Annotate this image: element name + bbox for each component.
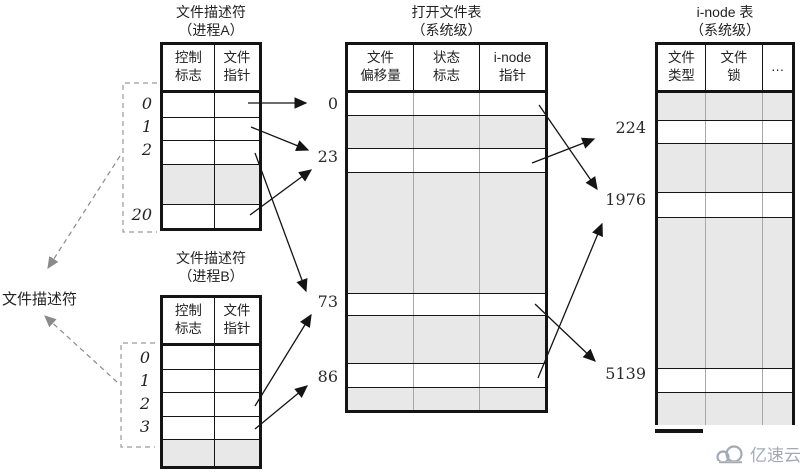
open-file-col-offset: 文件 偏移量 — [360, 50, 401, 84]
open-file-header: 文件 偏移量 状态 标志 i-node 指针 — [348, 45, 545, 94]
cloud-logo-icon — [716, 444, 743, 464]
open-file-title-line1: 打开文件表 — [411, 4, 482, 20]
open-file-row-86 — [348, 363, 545, 388]
open-file-row-gap — [348, 387, 545, 411]
open-file-row-gap — [348, 172, 545, 294]
inode-table-partial-bottom-border — [655, 429, 703, 433]
proc-b-row-3 — [163, 416, 259, 440]
open-file-col-inode-pointer: i-node 指针 — [479, 45, 545, 91]
proc-a-col-control-flags: 控制 标志 — [174, 50, 202, 84]
proc-a-row-0 — [163, 93, 259, 118]
inode-row-gap — [658, 392, 792, 426]
proc-a-table: 控制 标志 文件 指针 — [160, 42, 262, 232]
proc-a-rowlabel-2: 2 — [141, 140, 152, 159]
inode-rowlabel-1976: 1976 — [605, 190, 646, 209]
open-file-row-0 — [348, 93, 545, 116]
open-file-row-gap — [348, 115, 545, 149]
proc-b-col-file-pointer: 文件 指针 — [213, 298, 259, 344]
inode-rowlabel-5139: 5139 — [605, 364, 646, 383]
proc-b-row-0 — [163, 346, 259, 370]
proc-b-rowlabel-1: 1 — [139, 371, 150, 390]
proc-a-row-20 — [163, 204, 259, 229]
arrow-b2-to-oft73 — [254, 313, 312, 407]
inode-row-224 — [658, 120, 792, 144]
inode-row-gap — [658, 143, 792, 193]
proc-b-row-1 — [163, 369, 259, 393]
open-file-table-title: 打开文件表 （系统级） — [345, 4, 548, 39]
inode-col-file-type: 文件 类型 — [667, 50, 695, 84]
open-file-rowlabel-0: 0 — [327, 94, 338, 113]
proc-b-table: 控制 标志 文件 指针 — [160, 295, 262, 470]
open-file-row-gap — [348, 315, 545, 364]
proc-a-rowlabel-0: 0 — [141, 94, 152, 113]
proc-b-row-2 — [163, 392, 259, 417]
inode-rowlabel-224: 224 — [615, 118, 646, 137]
proc-b-title-line2: （进程B） — [178, 267, 244, 284]
arrow-bracket-b-to-fd-label — [44, 315, 118, 383]
proc-a-row-1 — [163, 117, 259, 141]
fd-annotation-label: 文件描述符 — [2, 291, 78, 308]
proc-a-rowlabel-1: 1 — [141, 117, 152, 136]
proc-b-title: 文件描述符 （进程B） — [160, 250, 262, 285]
inode-title-line1: i-node 表 — [696, 4, 754, 20]
inode-row-1976 — [658, 192, 792, 218]
watermark-text: 亿速云 — [750, 446, 801, 465]
open-file-title-line2: （系统级） — [411, 21, 482, 38]
inode-title-line2: （系统级） — [690, 21, 760, 38]
arrow-a2-to-oft73 — [254, 152, 308, 293]
open-file-rowlabel-73: 73 — [317, 292, 338, 311]
open-file-table: 文件 偏移量 状态 标志 i-node 指针 — [345, 42, 548, 414]
inode-row-gap — [658, 217, 792, 369]
arrow-bracket-a-to-fd-label — [47, 155, 121, 270]
proc-b-row-ellipsis — [163, 439, 259, 467]
inode-col-file-lock: 文件 锁 — [704, 45, 762, 91]
proc-b-title-line1: 文件描述符 — [176, 250, 246, 266]
proc-a-row-2 — [163, 140, 259, 165]
proc-a-col-file-pointer: 文件 指针 — [213, 45, 259, 91]
proc-a-row-ellipsis — [163, 164, 259, 205]
open-file-row-23 — [348, 148, 545, 173]
inode-table: 文件 类型 文件 锁 … — [655, 42, 795, 426]
inode-row-5139 — [658, 368, 792, 393]
proc-b-rowlabel-2: 2 — [139, 394, 150, 413]
proc-a-title: 文件描述符 （进程A） — [160, 4, 262, 39]
proc-a-header: 控制 标志 文件 指针 — [163, 45, 259, 94]
watermark: 亿速云 — [714, 441, 801, 466]
proc-a-title-line1: 文件描述符 — [176, 4, 246, 20]
proc-b-rowlabel-0: 0 — [139, 348, 150, 367]
open-file-rowlabel-86: 86 — [317, 367, 338, 386]
proc-b-rowlabel-3: 3 — [139, 417, 150, 436]
proc-b-col-control-flags: 控制 标志 — [174, 303, 202, 337]
inode-row-gap — [658, 93, 792, 121]
arrow-b3-to-oft86 — [254, 385, 309, 430]
open-file-row-73 — [348, 293, 545, 316]
open-file-rowlabel-23: 23 — [317, 147, 338, 166]
inode-table-title: i-node 表 （系统级） — [655, 4, 795, 39]
inode-col-ellipsis: … — [762, 45, 792, 91]
proc-a-rowlabel-20: 20 — [131, 205, 152, 224]
inode-header: 文件 类型 文件 锁 … — [658, 45, 792, 94]
open-file-col-status-flags: 状态 标志 — [413, 45, 479, 91]
proc-b-header: 控制 标志 文件 指针 — [163, 298, 259, 347]
proc-a-title-line2: （进程A） — [178, 21, 244, 38]
